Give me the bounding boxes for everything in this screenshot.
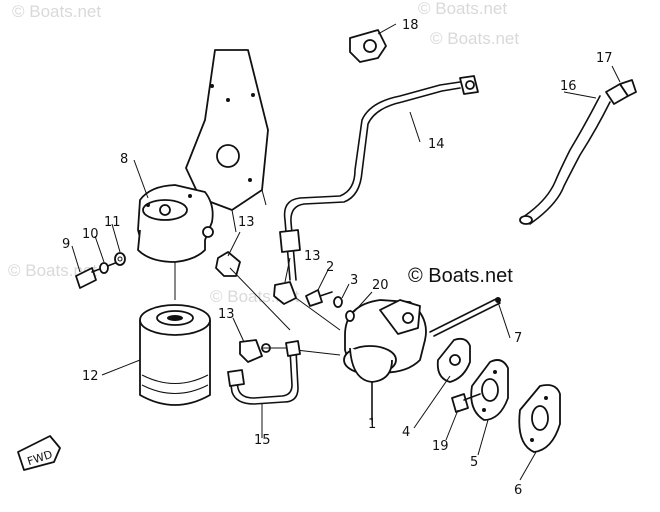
callout-5: 5 xyxy=(470,455,478,470)
bolt-19 xyxy=(451,393,481,413)
callout-13-top: 13 xyxy=(238,215,255,230)
watermark-main: © Boats.net xyxy=(408,265,513,287)
callout-8: 8 xyxy=(120,152,128,167)
callout-19: 19 xyxy=(432,439,449,454)
fuel-filter-cartridge xyxy=(139,262,211,406)
callout-15: 15 xyxy=(254,433,271,448)
callout-2: 2 xyxy=(326,260,334,275)
callout-11: 11 xyxy=(104,215,121,230)
washer-11 xyxy=(114,252,126,266)
fuel-pump xyxy=(343,299,427,421)
callout-12: 12 xyxy=(82,369,99,384)
callout-13-mid: 13 xyxy=(304,249,321,264)
callout-14: 14 xyxy=(428,137,445,152)
gasket-6 xyxy=(518,384,561,453)
callout-1: 1 xyxy=(368,417,376,432)
bolt-2 xyxy=(305,289,333,307)
watermark-mid-left: © Boats.net xyxy=(8,261,97,280)
fuel-hose-16 xyxy=(519,95,611,225)
mounting-bracket-plate xyxy=(185,49,269,233)
push-rod-7 xyxy=(429,297,501,337)
fwd-arrow: FWD xyxy=(17,435,61,471)
callout-20: 20 xyxy=(372,278,389,293)
callout-10: 10 xyxy=(82,227,99,242)
callout-9: 9 xyxy=(62,237,70,252)
callout-18: 18 xyxy=(402,18,419,33)
callout-16: 16 xyxy=(560,79,577,94)
callout-4: 4 xyxy=(402,425,410,440)
washer-3 xyxy=(333,296,343,308)
hose-clamp-18 xyxy=(349,29,387,63)
hose-connector-17 xyxy=(605,79,637,105)
hose-fitting-13-low xyxy=(239,339,271,363)
washer-10 xyxy=(99,262,109,274)
fuel-pipe-15 xyxy=(227,340,301,405)
watermark-top-left: © Boats.net xyxy=(12,2,101,21)
callout-17: 17 xyxy=(596,51,613,66)
fuel-pipe-14 xyxy=(279,75,479,281)
spacer-5 xyxy=(470,359,509,421)
gasket-4 xyxy=(436,337,471,383)
filter-head xyxy=(137,184,214,263)
callout-6: 6 xyxy=(514,483,522,498)
leader-lines xyxy=(71,23,621,481)
hose-fitting-13-top xyxy=(215,251,241,277)
watermark-upper-right: © Boats.net xyxy=(430,29,519,48)
watermark-top-right: © Boats.net xyxy=(418,0,507,18)
callout-7: 7 xyxy=(514,331,522,346)
callout-13-low: 13 xyxy=(218,307,235,322)
callout-3: 3 xyxy=(350,273,358,288)
washer-20 xyxy=(345,310,355,322)
hose-fitting-13-mid xyxy=(273,281,297,305)
